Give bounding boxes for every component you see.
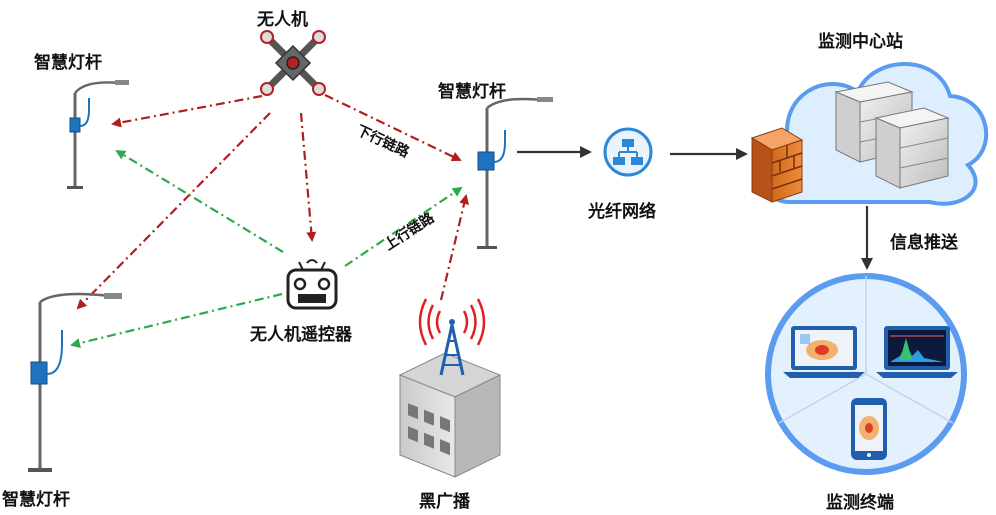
smart-pole-center-icon: [477, 97, 553, 249]
downlink-drone-to-pole-center: [324, 94, 462, 162]
drone-icon: [260, 30, 326, 96]
firewall-icon: [750, 127, 804, 203]
label-pole-center: 智慧灯杆: [438, 82, 506, 102]
label-fiber-network: 光纤网络: [588, 202, 656, 222]
monitoring-center-cloud-icon: [759, 62, 989, 206]
network-arrows: [517, 146, 873, 270]
laptop-spectrum-icon: [876, 326, 958, 378]
uplink-controller-to-pole-center: [344, 186, 463, 267]
fiber-network-icon: [603, 127, 653, 177]
label-black-broadcast: 黑广播: [419, 492, 470, 512]
link-broadcast-to-pole-center: [439, 194, 469, 301]
label-pole-top-left: 智慧灯杆: [34, 53, 102, 73]
smart-pole-top-left-icon: [67, 80, 129, 189]
downlink-drone-to-pole-bottom-left: [76, 112, 271, 310]
label-monitoring-center: 监测中心站: [818, 32, 903, 52]
label-monitoring-terminal: 监测终端: [826, 493, 894, 513]
server-rack-icon: [834, 81, 950, 189]
remote-controller-icon: [286, 259, 338, 310]
label-pole-bottom-left: 智慧灯杆: [2, 490, 70, 510]
label-controller: 无人机遥控器: [250, 325, 352, 345]
downlink-drone-to-controller: [299, 112, 317, 242]
black-broadcast-building-icon: [398, 298, 502, 478]
uplink-controller-to-pole-top-left: [115, 149, 284, 253]
downlink-drone-to-pole-top-left: [111, 94, 263, 128]
phone-heatmap-icon: [851, 398, 887, 460]
smart-pole-bottom-left-icon: [28, 292, 122, 472]
monitoring-terminal-circle: [765, 273, 967, 475]
label-info-push: 信息推送: [890, 233, 958, 253]
label-drone: 无人机: [257, 10, 308, 30]
uplink-controller-to-pole-bottom-left: [70, 292, 283, 348]
laptop-heatmap-icon: [783, 326, 865, 378]
link-lines: [70, 94, 469, 348]
